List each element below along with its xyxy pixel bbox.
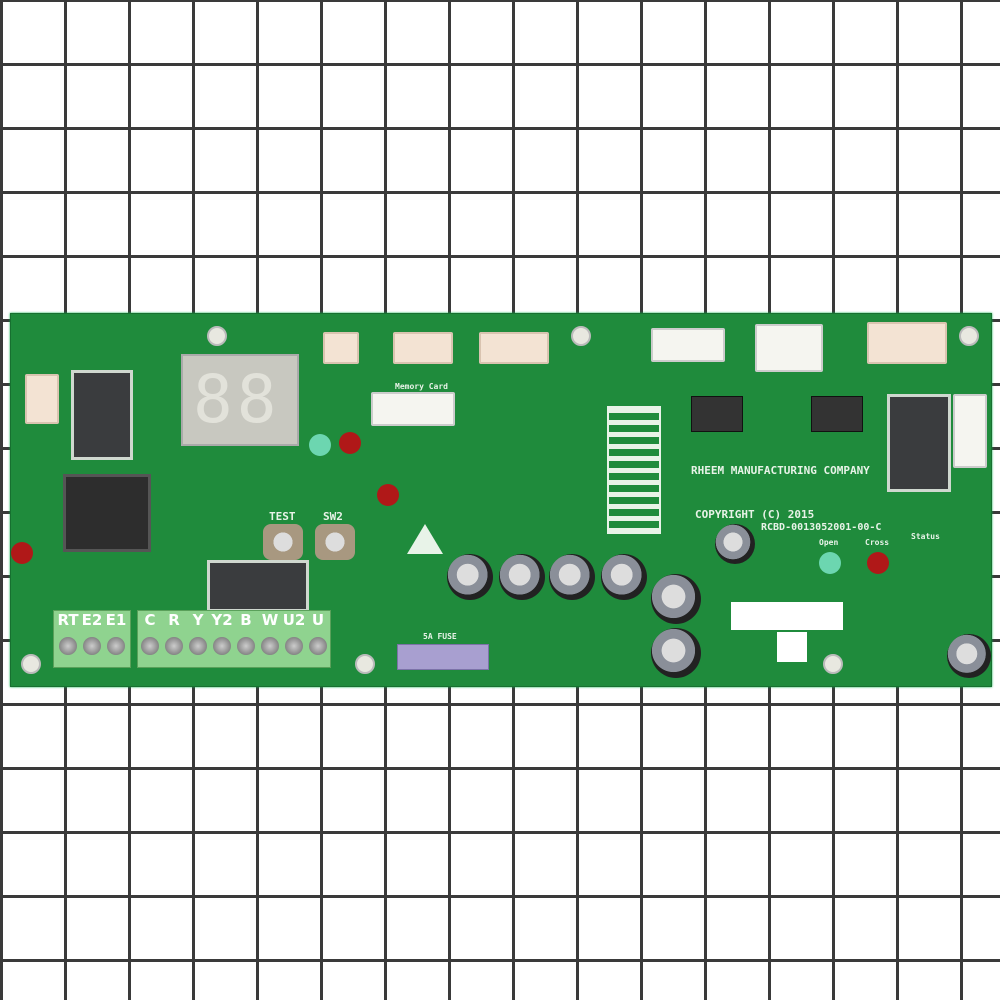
terminal-screw[interactable] — [237, 637, 255, 655]
capacitor — [947, 634, 991, 678]
terminal-screw[interactable] — [141, 637, 159, 655]
led-red — [11, 542, 33, 564]
led-open-label: Open — [819, 538, 839, 547]
capacitor — [601, 554, 647, 600]
dip-switch[interactable] — [811, 396, 863, 432]
led-cross-label: Cross — [865, 538, 890, 547]
mounting-hole — [21, 654, 41, 674]
mounting-hole — [355, 654, 375, 674]
ethernet-jack[interactable] — [63, 474, 151, 552]
terminal-label: RT — [57, 611, 79, 629]
terminal-label: C — [144, 611, 156, 629]
terminal-screw[interactable] — [165, 637, 183, 655]
sw2-button[interactable] — [315, 524, 355, 560]
relay-k1 — [71, 370, 133, 460]
terminal-screw[interactable] — [309, 637, 327, 655]
sw2-button-label: SW2 — [323, 510, 343, 523]
terminal-screw[interactable] — [261, 637, 279, 655]
terminal-label: E2 — [81, 611, 103, 629]
manufacturer-text: RHEEM MANUFACTURING COMPANY — [691, 464, 870, 477]
connector-pl5 — [755, 324, 823, 372]
product-sticker — [731, 602, 843, 630]
connector-pl6 — [867, 322, 947, 364]
mounting-hole — [959, 326, 979, 346]
test-button[interactable] — [263, 524, 303, 560]
esd-warning-icon — [407, 524, 443, 554]
led-red — [377, 484, 399, 506]
test-button-label: TEST — [269, 510, 296, 523]
terminal-screw[interactable] — [213, 637, 231, 655]
led-green — [309, 434, 331, 456]
display-digits: 88 — [193, 361, 281, 438]
qr-code-sticker — [777, 632, 807, 662]
terminal-block-left: RT E2 E1 — [53, 610, 131, 668]
terminal-label: E1 — [105, 611, 127, 629]
capacitor — [549, 554, 595, 600]
connector-pl2 — [323, 332, 359, 364]
fuse-label: 5A FUSE — [423, 632, 457, 641]
terminal-label: Y — [192, 611, 204, 629]
led-red — [339, 432, 361, 454]
capacitor — [651, 628, 701, 678]
terminal-label: U2 — [282, 611, 306, 629]
mounting-hole — [823, 654, 843, 674]
terminal-label: U — [311, 611, 325, 629]
terminal-screw[interactable] — [107, 637, 125, 655]
side-connector — [953, 394, 987, 468]
copyright-text: COPYRIGHT (C) 2015 — [695, 508, 815, 521]
terminal-label: B — [240, 611, 252, 629]
mounting-hole — [207, 326, 227, 346]
mounting-hole — [571, 326, 591, 346]
terminal-screw[interactable] — [83, 637, 101, 655]
capacitor — [715, 524, 755, 564]
fuse — [397, 644, 489, 670]
terminal-screw[interactable] — [285, 637, 303, 655]
relay-k3 — [887, 394, 951, 492]
terminal-block-right: C R Y Y2 B W U2 U — [137, 610, 331, 668]
connector-pl4 — [479, 332, 549, 364]
terminal-label: R — [168, 611, 180, 629]
connector-pl3 — [393, 332, 453, 364]
seven-segment-display: 88 — [181, 354, 299, 446]
capacitor — [651, 574, 701, 624]
led-open — [819, 552, 841, 574]
ic-footprint — [607, 406, 661, 534]
terminal-label: Y2 — [211, 611, 233, 629]
power-connector — [651, 328, 725, 362]
dip-switch[interactable] — [691, 396, 743, 432]
part-number: RCBD-0013052001-00-C — [761, 522, 882, 533]
capacitor — [447, 554, 493, 600]
modbus-connector — [25, 374, 59, 424]
terminal-label: W — [261, 611, 279, 629]
relay-k2 — [207, 560, 309, 612]
terminal-screw[interactable] — [59, 637, 77, 655]
capacitor — [499, 554, 545, 600]
status-label: Status — [911, 532, 940, 541]
led-cross — [867, 552, 889, 574]
memory-card-label: Memory Card — [395, 382, 448, 391]
memory-card-connector — [371, 392, 455, 426]
circuit-board: Memory Card 88 Open Cross Status TEST SW… — [10, 313, 992, 687]
terminal-screw[interactable] — [189, 637, 207, 655]
